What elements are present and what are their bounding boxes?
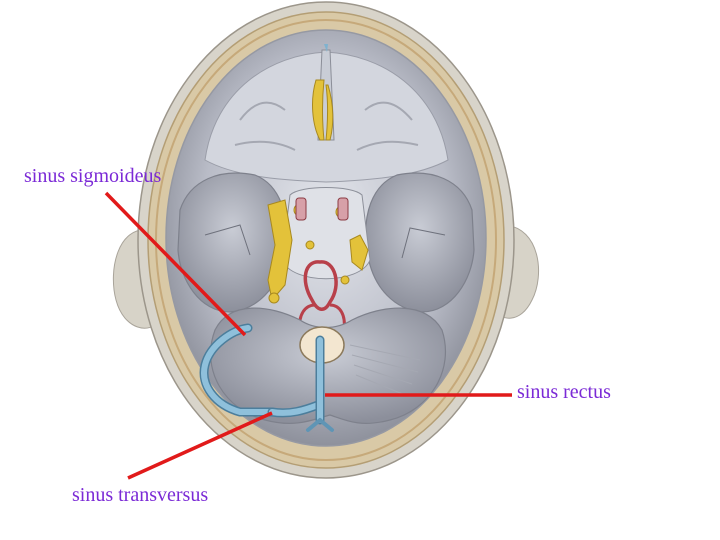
olfactory-bulb — [312, 79, 325, 141]
leader-line-transversus — [127, 411, 273, 480]
label-sinus-transversus: sinus transversus — [72, 484, 209, 506]
label-sinus-sigmoideus: sinus sigmoideus — [24, 165, 162, 187]
leader-line-sigmoid — [104, 191, 247, 337]
label-sinus-rectus: sinus rectus — [517, 381, 611, 403]
nerve-right — [349, 234, 369, 271]
basilar-artery — [303, 260, 338, 311]
nerve-left — [267, 199, 293, 302]
